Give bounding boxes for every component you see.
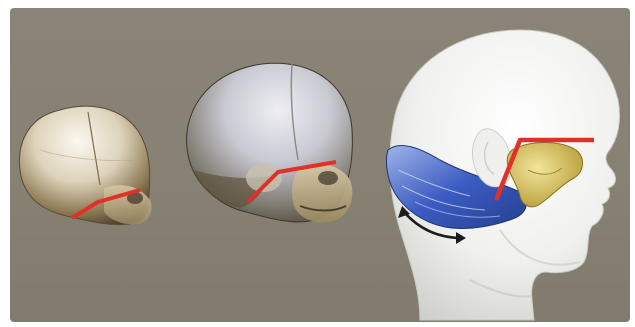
child-skull bbox=[187, 63, 353, 222]
adult-head-profile bbox=[386, 30, 619, 320]
infant-skull bbox=[19, 106, 151, 224]
